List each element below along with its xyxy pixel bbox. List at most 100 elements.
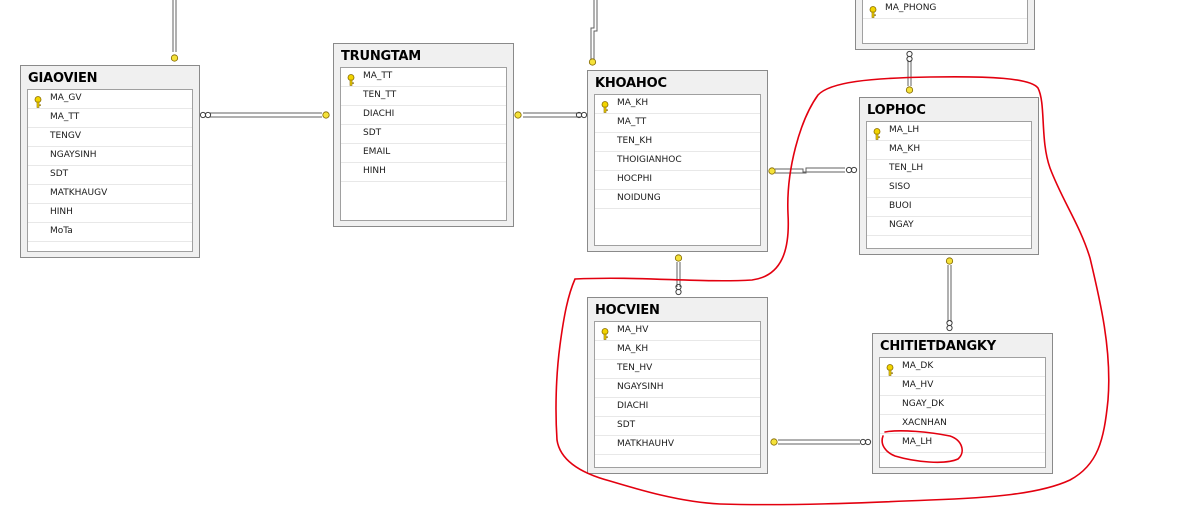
table-giaovien[interactable]: GIAOVIEN MA_GV MA_TT TENGV NGAYSINH SDT MATKH… — [20, 65, 200, 258]
column-row[interactable]: MATKHAUHV — [595, 436, 760, 455]
column-row[interactable]: MA_GV — [28, 90, 192, 109]
table-lophoc[interactable]: LOPHOC MA_LH MA_KH TEN_LH SISO BUOI NGAY — [859, 97, 1039, 255]
column-name: MA_TT — [363, 71, 393, 81]
primary-key-icon — [34, 93, 42, 108]
column-name: SDT — [617, 420, 636, 430]
column-name: TEN_LH — [889, 163, 924, 173]
table-title: KHOAHOC — [595, 76, 667, 91]
column-row[interactable]: SISO — [867, 179, 1031, 198]
column-row[interactable]: SDT — [28, 166, 192, 185]
table-title: LOPHOC — [867, 103, 926, 118]
column-name: MoTa — [50, 226, 73, 236]
column-name: MA_LH — [902, 437, 933, 447]
column-row[interactable]: NOIDUNG — [595, 190, 760, 209]
column-row[interactable]: BUOI — [867, 198, 1031, 217]
column-row[interactable]: MA_KH — [867, 141, 1031, 160]
column-row[interactable]: MA_KH — [595, 341, 760, 360]
column-row[interactable]: THOIGIANHOC — [595, 152, 760, 171]
column-name: MA_HV — [617, 325, 649, 335]
column-row[interactable]: TEN_HV — [595, 360, 760, 379]
column-row[interactable]: NGAYSINH — [595, 379, 760, 398]
many-end-lophoc-left — [845, 166, 858, 174]
column-row[interactable]: MA_LH — [880, 434, 1045, 453]
column-name: SDT — [50, 169, 69, 179]
relationship-lophoc-chitietdangky — [947, 265, 952, 322]
column-row[interactable]: MA_LH — [867, 122, 1031, 141]
column-row[interactable]: MA_TT — [28, 109, 192, 128]
column-grid: MA_DK MA_HV NGAY_DK XACNHAN MA_LH — [879, 357, 1046, 468]
column-row[interactable]: MATKHAUGV — [28, 185, 192, 204]
relationship-khoahoc-hocvien — [676, 262, 681, 287]
column-row[interactable]: XACNHAN — [880, 415, 1045, 434]
column-name: MA_GV — [50, 93, 82, 103]
many-end-giaovien — [199, 111, 212, 119]
column-row[interactable]: MA_HV — [880, 377, 1045, 396]
key-end-hocvien-right — [770, 438, 778, 446]
relationship-hocvien-chitietdangky — [778, 439, 860, 445]
table-title: GIAOVIEN — [28, 71, 98, 86]
column-row[interactable]: HOCPHI — [595, 171, 760, 190]
column-row[interactable]: TEN_LH — [867, 160, 1031, 179]
column-row[interactable]: DIACHI — [595, 398, 760, 417]
relationship-khoahoc-lophoc — [775, 167, 845, 174]
column-row[interactable]: NGAY — [867, 217, 1031, 236]
column-name: MA_DK — [902, 361, 934, 371]
key-end-giaovien-top — [170, 54, 179, 62]
column-name: NGAY_DK — [902, 399, 944, 409]
primary-key-icon — [869, 3, 877, 18]
relationship-phong-lophoc — [907, 60, 912, 86]
many-end-chitietdangky-top — [946, 319, 953, 332]
relationship-lines — [172, 0, 952, 445]
column-row[interactable]: MA_DK — [880, 358, 1045, 377]
column-row[interactable]: MA_PHONG — [863, 0, 1027, 19]
column-name: TEN_KH — [617, 136, 653, 146]
column-name: BUOI — [889, 201, 912, 211]
column-name: HINH — [50, 207, 73, 217]
key-end-khoahoc-bottom — [674, 254, 683, 262]
column-row[interactable]: NGAYSINH — [28, 147, 192, 166]
column-row[interactable]: EMAIL — [341, 144, 506, 163]
column-name: MA_KH — [889, 144, 921, 154]
column-grid: MA_PHONG — [862, 0, 1028, 44]
table-title: TRUNGTAM — [341, 49, 422, 64]
column-row[interactable]: MoTa — [28, 223, 192, 242]
column-row[interactable]: NGAY_DK — [880, 396, 1045, 415]
many-end-hocvien-top — [675, 283, 682, 296]
primary-key-icon — [601, 98, 609, 113]
column-name: NGAYSINH — [50, 150, 97, 160]
relationship-trungtam-khoahoc — [523, 112, 580, 118]
primary-key-icon — [886, 361, 894, 376]
column-name: MA_HV — [902, 380, 934, 390]
column-row[interactable]: MA_KH — [595, 95, 760, 114]
key-end-trungtam-left — [322, 111, 330, 119]
column-row[interactable]: MA_TT — [341, 68, 506, 87]
column-row[interactable]: TENGV — [28, 128, 192, 147]
column-name: HINH — [363, 166, 386, 176]
column-row[interactable]: HINH — [28, 204, 192, 223]
table-phong[interactable]: MA_PHONG — [855, 0, 1035, 50]
column-name: NGAYSINH — [617, 382, 664, 392]
column-name: SISO — [889, 182, 911, 192]
column-row[interactable]: SDT — [341, 125, 506, 144]
column-row[interactable]: TEN_TT — [341, 87, 506, 106]
column-row[interactable]: TEN_KH — [595, 133, 760, 152]
column-name: TENGV — [50, 131, 82, 141]
key-end-trungtam-right — [514, 111, 522, 119]
column-name: DIACHI — [363, 109, 395, 119]
column-name: NOIDUNG — [617, 193, 661, 203]
column-row[interactable]: MA_TT — [595, 114, 760, 133]
column-row[interactable]: SDT — [595, 417, 760, 436]
column-row[interactable]: HINH — [341, 163, 506, 182]
column-name: MATKHAUHV — [617, 439, 675, 449]
primary-key-icon — [873, 125, 881, 140]
column-row[interactable]: DIACHI — [341, 106, 506, 125]
column-grid: MA_TT TEN_TT DIACHI SDT EMAIL HINH — [340, 67, 507, 221]
column-row[interactable]: MA_HV — [595, 322, 760, 341]
column-name: MA_LH — [889, 125, 920, 135]
table-trungtam[interactable]: TRUNGTAM MA_TT TEN_TT DIACHI SDT EMAIL HINH — [333, 43, 514, 227]
column-name: SDT — [363, 128, 382, 138]
